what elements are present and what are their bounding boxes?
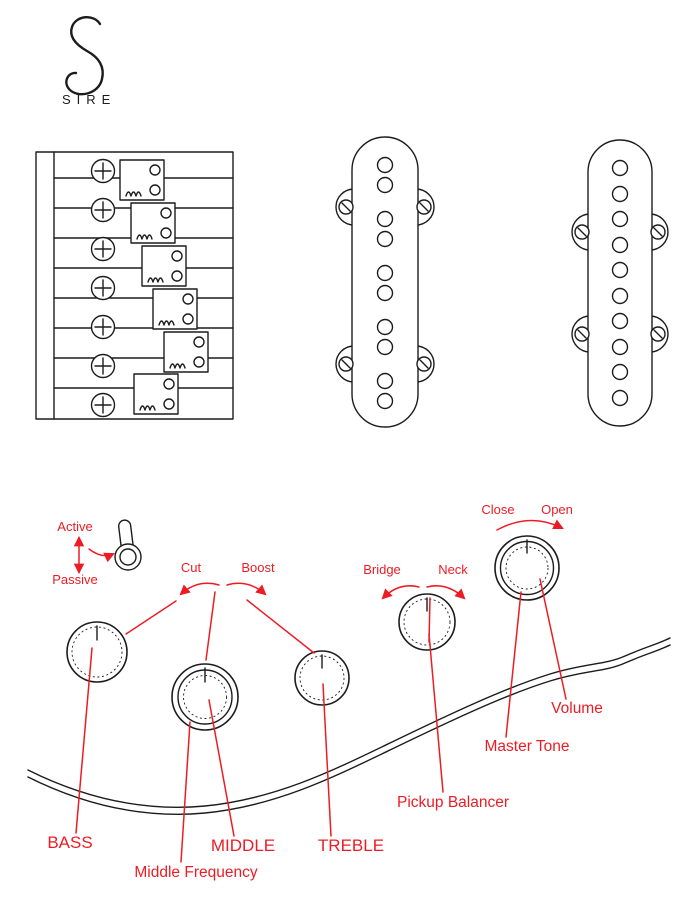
open-label: Open [541,502,573,517]
annotations: Active Passive Cut Boost Bridge Neck Clo… [47,502,603,881]
treble-knob [294,650,350,706]
bridge-screws [90,158,116,418]
bridge-pickup-pole-pieces [611,159,629,407]
eq-to-bass-line [125,600,177,635]
eq-to-middle-line [205,591,216,661]
bridge-pickup-mount-screws [574,224,666,342]
cut-label: Cut [181,560,202,575]
cut-arrow [179,582,220,596]
volume-label: Volume [551,700,603,717]
neck-label: Neck [438,562,468,577]
bass-pointer-line [75,647,93,834]
neck-pickup-mount-screws [338,199,432,372]
bridge-saddles [119,159,209,415]
treble-pointer-line [322,683,332,837]
pickup-balancer-pointer-line [428,633,444,793]
pickup-balancer-label: Pickup Balancer [397,794,509,811]
eq-to-treble-line [246,599,315,654]
boost-arrow [226,582,267,596]
bridge-label: Bridge [363,562,401,577]
bridge-pickup-cover [587,139,653,427]
middle-pointer-line [208,699,235,837]
boost-label: Boost [241,560,275,575]
middle-frequency-pointer-line [180,721,191,863]
bridge-pickup-diagram [571,139,669,427]
body-contour-line [27,637,671,815]
master-tone-pointer-line [505,591,522,738]
brand-logo: SIRE [62,16,116,107]
bass-label: BASS [47,833,92,852]
switch-pointer-arrow [88,548,115,563]
neck-pickup-pole-pieces [376,156,394,410]
pickup-balancer-knob [398,593,456,651]
active-passive-switch [114,519,142,571]
neck-pickup-cover [351,136,419,428]
bass-knob [66,621,128,683]
logo-s-icon [65,16,104,96]
middle-stacked-knob [171,663,239,731]
volume-tone-stacked-knob [494,535,560,601]
volume-pointer-line [539,578,567,700]
brand-wordmark: SIRE [62,92,116,107]
bridge-diagram [35,151,234,420]
treble-label: TREBLE [318,836,384,855]
passive-label: Passive [52,572,98,587]
bridge-arrow [381,585,420,600]
master-tone-label: Master Tone [484,738,569,755]
neck-pickup-diagram [335,136,435,428]
active-label: Active [57,519,92,534]
close-open-arrow [496,519,564,531]
middle-frequency-label: Middle Frequency [134,864,257,881]
neck-arrow [426,585,466,600]
middle-label: MIDDLE [211,836,275,855]
close-label: Close [481,502,514,517]
